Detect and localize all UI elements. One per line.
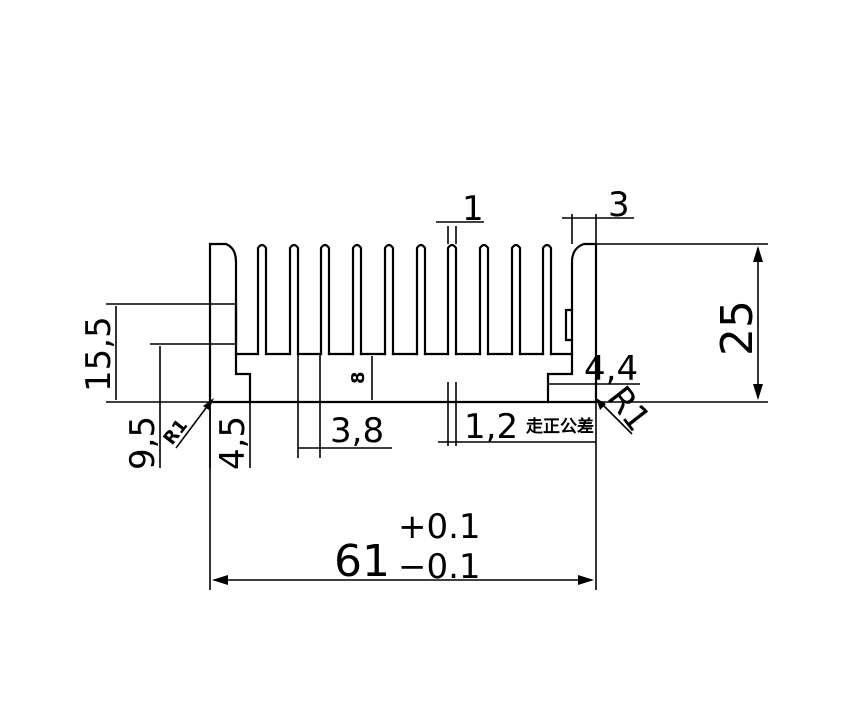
step-height-value: 9,5 [123, 416, 163, 470]
profile-right-wall [546, 242, 598, 404]
profile-left-wall [208, 242, 252, 404]
slot-depth-dimension: 8 [348, 356, 373, 400]
profile-right-notch [564, 308, 574, 342]
base-thickness-dimension: 1,2 走正公差 [438, 382, 596, 447]
fin-thickness-dimension: 1 [436, 189, 484, 244]
height-value: 25 [712, 300, 763, 356]
width-arrow-left [212, 575, 228, 585]
fin [446, 243, 458, 356]
tolerance-note: 走正公差 [526, 416, 594, 437]
right-step-value: 4,4 [584, 349, 638, 389]
fin [351, 243, 363, 356]
right-step-dimension: 4,4 [548, 349, 640, 389]
base-thickness-value: 1,2 [464, 407, 518, 447]
radius-left-value: R1 [159, 415, 192, 449]
heatsink-profile [208, 242, 598, 404]
width-dimension: 61 +0.1 −0.1 [209, 402, 597, 590]
radius-left-callout: R1 [159, 398, 214, 449]
step-height-dimension: 9,5 [123, 343, 236, 470]
width-arrow-right [578, 575, 594, 585]
fin [541, 243, 553, 356]
radius-right-arrow [596, 398, 606, 410]
width-tolerance-minus: −0.1 [398, 547, 481, 587]
wall-thickness-dimension: 3 [562, 185, 634, 244]
fin-gap-value: 3,8 [330, 411, 384, 451]
width-value: 61 [334, 536, 390, 587]
base-height-dimension: 15,5 [79, 303, 236, 403]
fins [234, 243, 574, 356]
radius-left-arrow [203, 398, 214, 410]
wall-thickness-value: 3 [608, 185, 630, 225]
width-tolerance-plus: +0.1 [398, 507, 481, 547]
fin [319, 243, 331, 356]
height-dimension: 25 [596, 243, 768, 403]
height-arrow-top [753, 246, 763, 262]
left-offset-value: 4,5 [213, 416, 253, 470]
fin-gap-dimension: 3,8 [297, 354, 392, 458]
left-offset-dimension: 4,5 [209, 402, 253, 470]
base-height-value: 15,5 [79, 316, 119, 392]
fin [478, 243, 490, 356]
height-arrow-bottom [753, 384, 763, 400]
fin [383, 243, 395, 356]
fin-thickness-value: 1 [462, 189, 484, 229]
fin [415, 243, 427, 356]
fin [288, 243, 300, 356]
fin [256, 243, 268, 356]
fin [510, 243, 522, 356]
slot-depth-value: 8 [348, 371, 369, 384]
